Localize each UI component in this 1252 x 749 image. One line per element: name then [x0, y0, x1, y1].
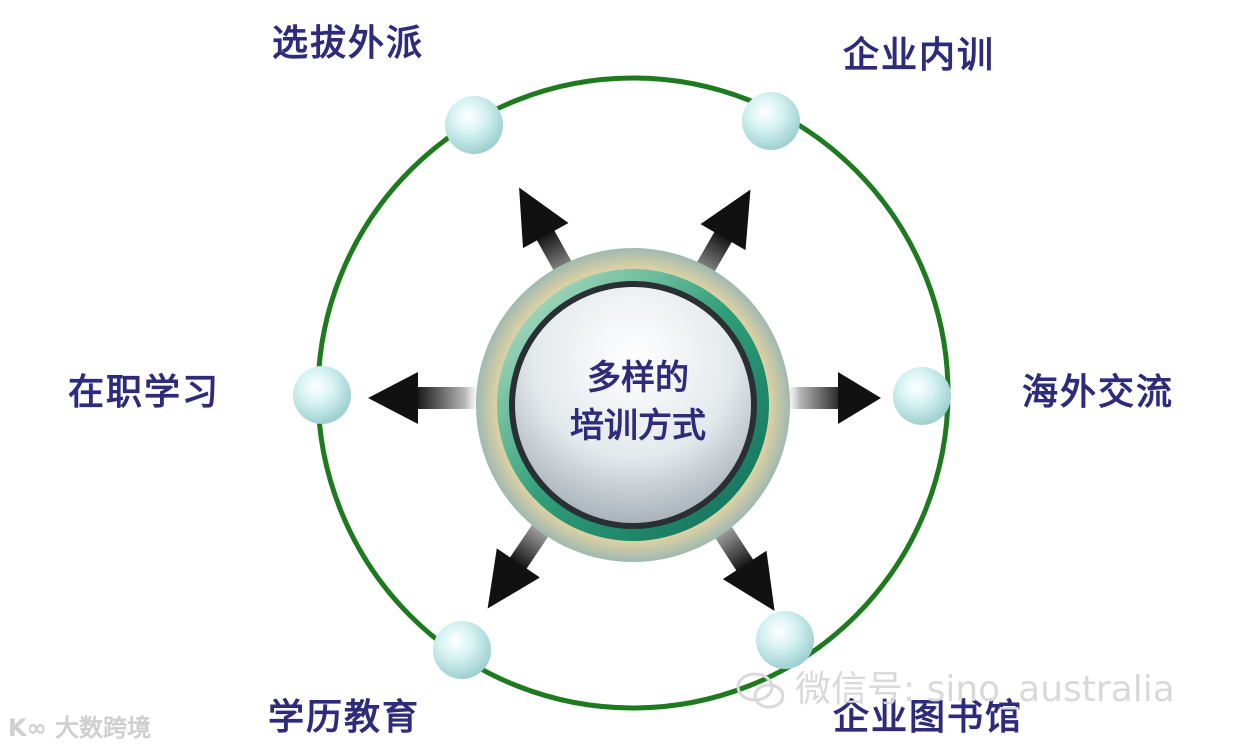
bubble-top-left: [445, 96, 503, 154]
brand-logo: K∞: [8, 714, 47, 742]
node-label-bottom-left: 学历教育: [268, 697, 421, 738]
bubble-right: [893, 367, 951, 425]
center-title: 多样的 培训方式: [533, 355, 743, 450]
bubble-bottom-right: [756, 611, 814, 669]
hub-inner-disc: [515, 287, 751, 523]
node-label-bottom-right: 企业图书馆: [833, 697, 1024, 738]
node-label-left: 在职学习: [68, 372, 221, 413]
bubble-top-right: [742, 92, 800, 150]
brand-watermark-text: 大数跨境: [54, 714, 151, 742]
center-title-line2: 培训方式: [570, 405, 706, 446]
node-label-top-right: 企业内训: [843, 35, 996, 76]
brand-watermark: K∞ 大数跨境: [8, 708, 151, 743]
wechat-watermark: 微信号: sino_australia: [735, 660, 1175, 712]
node-label-top-left: 选拔外派: [272, 23, 425, 64]
bubble-left: [293, 366, 351, 424]
arrow-right: [783, 372, 881, 424]
arrow-left: [368, 372, 483, 424]
center-title-line1: 多样的: [587, 358, 689, 398]
wechat-icon: [736, 672, 785, 709]
node-label-right: 海外交流: [1022, 372, 1175, 413]
bubble-bottom-left: [433, 621, 491, 679]
wechat-watermark-text: 微信号: sino_australia: [795, 669, 1175, 710]
